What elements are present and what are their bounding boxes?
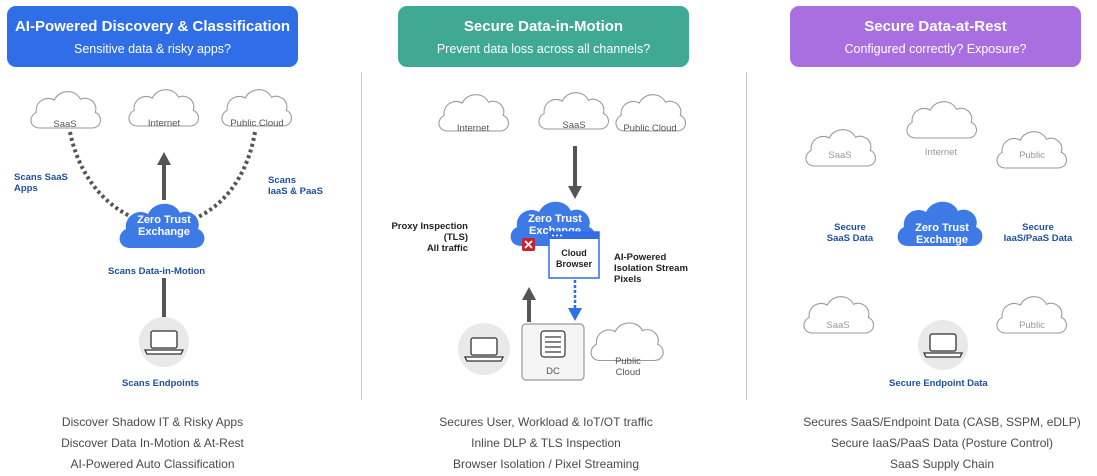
cloud-label: Public — [1019, 150, 1045, 161]
panel-divider — [746, 72, 747, 400]
cloud-label: Public Cloud — [230, 118, 283, 129]
panel-divider — [361, 72, 362, 400]
discovery-diagram: SaaS Internet Public Cloud Zero Trust Ex… — [30, 89, 293, 367]
label-isolation-stream: AI-Powered Isolation Stream Pixels — [614, 252, 688, 285]
cloud-label: Public Cloud — [623, 123, 676, 134]
scan-path-iaas — [184, 131, 257, 224]
label-secure-saas: Secure SaaS Data — [826, 222, 874, 244]
cloud-label: Internet — [925, 147, 958, 158]
panel-header: Secure Data-in-Motion Prevent data loss … — [398, 6, 689, 67]
footer-line: Discover Shadow IT & Risky Apps — [61, 415, 244, 429]
cloud-label: SaaS — [826, 320, 849, 331]
cloud-icon — [906, 101, 978, 139]
panel-data-in-motion: Secure Data-in-Motion Prevent data loss … — [366, 0, 731, 476]
label-cloud-browser: Cloud Browser — [555, 248, 592, 269]
browser-window-icon — [548, 231, 600, 279]
panel-discovery: AI-Powered Discovery & Classification Se… — [0, 0, 365, 476]
arrow-icon — [568, 308, 582, 321]
arrow-icon — [157, 152, 171, 165]
label-secure-iaas: Secure IaaS/PaaS Data — [1003, 222, 1073, 244]
cloud-label: Internet — [457, 123, 490, 134]
laptop-icon — [922, 333, 964, 358]
panel-subtitle: Sensitive data & risky apps? — [73, 42, 232, 56]
footer-line: AI-Powered Auto Classification — [70, 457, 235, 471]
panel-subtitle: Configured correctly? Exposure? — [844, 42, 1027, 56]
server-icon — [521, 323, 585, 381]
dc-label: DC — [546, 366, 560, 377]
arrow-icon — [522, 287, 536, 300]
cloud-label: SaaS — [53, 119, 76, 130]
hub-label-line1: Zero Trust — [915, 222, 969, 234]
hub-label-line1: Zero Trust — [137, 214, 191, 226]
arrow-icon — [568, 186, 582, 199]
panel-title: Secure Data-in-Motion — [463, 18, 624, 35]
data-in-motion-diagram: Internet SaaS Public Cloud Zero Trust Ex… — [438, 92, 687, 381]
panel-header: AI-Powered Discovery & Classification Se… — [7, 6, 298, 67]
panel-footer: Secures SaaS/Endpoint Data (CASB, SSPM, … — [782, 412, 1097, 475]
label-scans-motion: Scans Data-in-Motion — [108, 266, 206, 277]
label-scans-endpoints: Scans Endpoints — [122, 378, 200, 389]
footer-line: Secure IaaS/PaaS Data (Posture Control) — [830, 436, 1054, 450]
label-secure-endpoint: Secure Endpoint Data — [889, 378, 988, 389]
footer-line: SaaS Supply Chain — [889, 457, 995, 471]
footer-line: Secures SaaS/Endpoint Data (CASB, SSPM, … — [803, 415, 1081, 429]
hub-label-line2: Exchange — [916, 234, 968, 246]
scan-path-saas — [68, 131, 146, 224]
panel-title: AI-Powered Discovery & Classification — [14, 18, 291, 35]
cloud-label: Public — [1019, 320, 1045, 331]
panel-footer: Secures User, Workload & IoT/OT traffic … — [396, 412, 696, 475]
label-proxy-inspection: Proxy Inspection (TLS) All traffic — [391, 221, 468, 254]
panel-title: Secure Data-at-Rest — [864, 18, 1007, 35]
cloud-label: Internet — [148, 118, 181, 129]
label-scans-saas: Scans SaaS Apps — [14, 172, 68, 194]
laptop-icon — [143, 330, 185, 355]
label-scans-iaas: Scans IaaS & PaaS — [268, 175, 323, 197]
footer-line: Browser Isolation / Pixel Streaming — [452, 457, 640, 471]
hub-label-line2: Exchange — [138, 226, 190, 238]
panel-subtitle: Prevent data loss across all channels? — [436, 42, 651, 56]
footer-line: Secures User, Workload & IoT/OT traffic — [439, 415, 653, 429]
footer-line: Inline DLP & TLS Inspection — [471, 436, 621, 450]
block-x-icon — [522, 238, 535, 251]
data-at-rest-diagram: Internet SaaS Public Zero Trust Exchange… — [803, 101, 1068, 370]
cloud-icon — [590, 322, 664, 362]
panel-data-at-rest: Secure Data-at-Rest Configured correctly… — [732, 0, 1097, 476]
label-public-cloud-bottom: Public Cloud — [615, 356, 641, 378]
panel-footer: Discover Shadow IT & Risky Apps Discover… — [0, 412, 305, 475]
footer-line: Discover Data In-Motion & At-Rest — [61, 436, 244, 450]
panel-header: Secure Data-at-Rest Configured correctly… — [790, 6, 1081, 67]
hub-label-line1: Zero Trust — [528, 213, 582, 225]
laptop-icon — [463, 337, 505, 362]
cloud-label: SaaS — [562, 120, 585, 131]
cloud-label: SaaS — [828, 150, 851, 161]
